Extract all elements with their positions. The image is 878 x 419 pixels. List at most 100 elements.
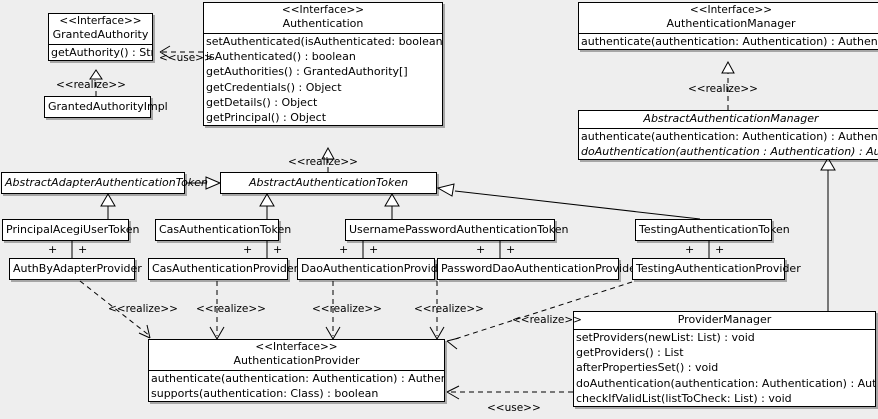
class-box-authentication-manager[interactable]: <<Interface>> AuthenticationManager auth…	[578, 2, 878, 51]
realize-arrow-password-dao-authentication-provider	[429, 326, 445, 340]
edge-label-use-authentication-grantedauthority: <<use>>	[159, 52, 213, 64]
class-header-authentication: <<Interface>> Authentication	[204, 3, 442, 33]
class-box-authentication[interactable]: <<Interface>> Authentication setAuthenti…	[203, 2, 443, 127]
class-name-authentication-provider: AuthenticationProvider	[233, 354, 360, 367]
edge-label-realize-auth-by-adapter-provider: <<realize>>	[108, 303, 178, 315]
class-box-cas-authentication-token[interactable]: CasAuthenticationToken	[155, 219, 292, 241]
class-name-auth-by-adapter-provider: AuthByAdapterProvider	[13, 262, 142, 275]
class-box-testing-authentication-provider[interactable]: TestingAuthenticationProvider	[632, 258, 801, 280]
edge-label-use-provider-manager-authentication-provider: <<use>>	[487, 402, 541, 414]
class-box-authentication-provider[interactable]: <<Interface>> AuthenticationProvider aut…	[148, 339, 445, 403]
generalization-arrow-cas-authentication-token	[259, 193, 275, 207]
operation-supports-provider: supports(authentication: Class) : boolea…	[151, 387, 379, 401]
class-header-dao-authentication-provider: DaoAuthenticationProvider	[298, 259, 449, 279]
operation-authenticate-abstract-manager: authenticate(authentication: Authenticat…	[581, 130, 878, 143]
operation-is-authenticated: isAuthenticated() : boolean	[206, 50, 356, 64]
class-header-provider-manager: ProviderManager	[574, 312, 875, 329]
operations-authentication-manager: authenticate(authentication: Authenticat…	[579, 33, 878, 49]
class-header-abstract-authentication-manager: AbstractAuthenticationManager	[579, 111, 878, 128]
class-name-authentication: Authentication	[282, 17, 364, 30]
generalization-arrow-testing-authentication-token	[436, 183, 455, 197]
class-box-username-password-authentication-token[interactable]: UsernamePasswordAuthenticationToken	[345, 219, 569, 241]
realize-arrow-abstract-authentication-manager	[721, 60, 735, 74]
class-name-cas-authentication-provider: CasAuthenticationProvider	[152, 262, 299, 275]
stereotype-interface-authentication: <<Interface>>	[281, 4, 365, 16]
class-name-granted-authority: GrantedAuthority	[52, 28, 149, 41]
class-header-authentication-provider: <<Interface>> AuthenticationProvider	[149, 340, 444, 370]
class-box-abstract-authentication-manager[interactable]: AbstractAuthenticationManager authentica…	[578, 110, 878, 161]
realize-arrow-dao-authentication-provider	[325, 326, 341, 340]
realize-arrow-auth-by-adapter-provider	[138, 324, 151, 339]
operation-get-details: getDetails() : Object	[206, 95, 318, 109]
class-name-cas-authentication-token: CasAuthenticationToken	[159, 223, 292, 236]
operation-get-providers: getProviders() : List	[576, 346, 684, 360]
realize-arrow-testing-authentication-provider	[446, 337, 460, 350]
stereotype-interface-authentication-provider: <<Interface>>	[255, 341, 338, 353]
operation-get-credentials: getCredentials() : Object	[206, 80, 342, 94]
class-box-granted-authority-impl[interactable]: GrantedAuthorityImpl	[44, 96, 168, 118]
class-box-abstract-authentication-token[interactable]: AbstractAuthenticationToken	[220, 172, 437, 194]
edge-label-realize-password-dao-authentication-provider: <<realize>>	[414, 303, 484, 315]
class-header-authentication-manager: <<Interface>> AuthenticationManager	[579, 3, 878, 33]
class-box-provider-manager[interactable]: ProviderManager setProviders(newList: Li…	[573, 311, 876, 408]
visibility-marker-principal-right: +	[78, 243, 88, 256]
class-box-granted-authority[interactable]: <<Interface>> GrantedAuthority getAuthor…	[48, 13, 153, 62]
stereotype-interface-granted-authority: <<Interface>>	[59, 15, 142, 27]
class-name-testing-authentication-token: TestingAuthenticationToken	[639, 223, 790, 236]
stereotype-interface-authentication-manager: <<Interface>>	[689, 4, 773, 16]
class-name-provider-manager: ProviderManager	[677, 313, 772, 326]
class-name-authentication-manager: AuthenticationManager	[666, 17, 796, 30]
operations-granted-authority: getAuthority() : String	[49, 44, 152, 60]
visibility-marker-upat-right2: +	[506, 243, 516, 256]
class-header-testing-authentication-token: TestingAuthenticationToken	[636, 220, 790, 240]
operation-authenticate-manager: authenticate(authentication: Authenticat…	[581, 35, 878, 48]
class-header-testing-authentication-provider: TestingAuthenticationProvider	[633, 259, 801, 279]
class-header-granted-authority: <<Interface>> GrantedAuthority	[49, 14, 152, 44]
operation-get-authorities: getAuthorities() : GrantedAuthority[]	[206, 65, 408, 79]
visibility-marker-principal-left: +	[48, 243, 58, 256]
class-name-abstract-authentication-token: AbstractAuthenticationToken	[248, 176, 409, 189]
class-header-abstract-adapter-authentication-token: AbstractAdapterAuthenticationToken	[2, 173, 208, 193]
class-name-abstract-authentication-manager: AbstractAuthenticationManager	[643, 112, 819, 125]
visibility-marker-cas-left: +	[243, 243, 253, 256]
class-header-cas-authentication-provider: CasAuthenticationProvider	[149, 259, 299, 279]
class-name-abstract-adapter-authentication-token: AbstractAdapterAuthenticationToken	[5, 176, 208, 189]
class-name-testing-authentication-provider: TestingAuthenticationProvider	[636, 262, 801, 275]
realize-arrow-grantedauthorityimpl	[89, 69, 103, 80]
edge-label-realize-cas-authentication-provider: <<realize>>	[196, 303, 266, 315]
class-box-testing-authentication-token[interactable]: TestingAuthenticationToken	[635, 219, 790, 241]
class-name-username-password-authentication-token: UsernamePasswordAuthenticationToken	[349, 223, 569, 236]
generalization-line-testing-authentication-token	[454, 190, 701, 220]
edge-label-realize-abstract-authentication-manager: <<realize>>	[688, 83, 758, 95]
class-box-abstract-adapter-authentication-token[interactable]: AbstractAdapterAuthenticationToken	[1, 172, 208, 194]
operation-get-authority: getAuthority() : String	[51, 46, 152, 59]
visibility-marker-testing-right: +	[715, 243, 725, 256]
class-name-granted-authority-impl: GrantedAuthorityImpl	[48, 100, 168, 113]
class-box-auth-by-adapter-provider[interactable]: AuthByAdapterProvider	[9, 258, 142, 280]
class-header-username-password-authentication-token: UsernamePasswordAuthenticationToken	[346, 220, 569, 240]
visibility-marker-upat-right: +	[369, 243, 379, 256]
visibility-marker-testing-left: +	[685, 243, 695, 256]
realize-arrow-cas-authentication-provider	[209, 326, 225, 340]
edge-label-realize-testing-authentication-provider: <<realize>>	[512, 314, 582, 326]
class-box-password-dao-authentication-provider[interactable]: PasswordDaoAuthenticationProvider	[437, 258, 641, 280]
edge-label-realize-abstract-authentication-token: <<realize>>	[288, 156, 358, 168]
class-box-cas-authentication-provider[interactable]: CasAuthenticationProvider	[148, 258, 299, 280]
operation-check-if-valid-list: checkIfValidList(listToCheck: List) : vo…	[576, 391, 792, 405]
class-box-dao-authentication-provider[interactable]: DaoAuthenticationProvider	[297, 258, 449, 280]
generalization-arrow-principal-acegi-user-token	[100, 193, 116, 207]
edge-label-realize-grantedauthorityimpl: <<realize>>	[56, 79, 126, 91]
class-header-cas-authentication-token: CasAuthenticationToken	[156, 220, 292, 240]
operations-authentication: setAuthenticated(isAuthenticated: boolea…	[204, 33, 442, 125]
class-name-dao-authentication-provider: DaoAuthenticationProvider	[301, 262, 449, 275]
class-box-principal-acegi-user-token[interactable]: PrincipalAcegiUserToken	[2, 219, 139, 241]
edge-label-realize-dao-authentication-provider: <<realize>>	[312, 303, 382, 315]
generalization-arrow-abstract-adapter-token	[205, 176, 222, 190]
operation-after-properties-set: afterPropertiesSet() : void	[576, 361, 719, 375]
operations-abstract-authentication-manager: authenticate(authentication: Authenticat…	[579, 128, 878, 159]
class-name-password-dao-authentication-provider: PasswordDaoAuthenticationProvider	[441, 262, 641, 275]
operation-set-providers: setProviders(newList: List) : void	[576, 331, 755, 344]
visibility-marker-upat-left2: +	[476, 243, 486, 256]
class-header-password-dao-authentication-provider: PasswordDaoAuthenticationProvider	[438, 259, 641, 279]
